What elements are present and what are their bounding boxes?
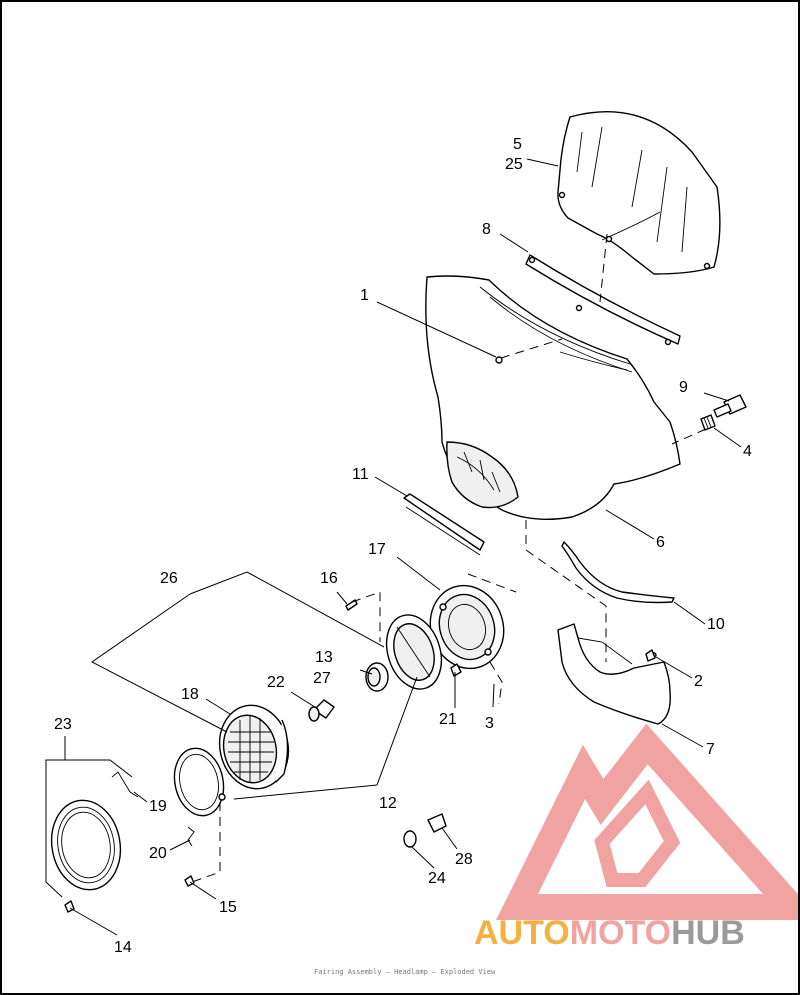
callout-5: 5: [513, 136, 522, 153]
callout-22: 22: [267, 674, 285, 691]
callout-10: 10: [707, 616, 725, 633]
callout-26: 26: [160, 570, 178, 587]
lower-cover-part-7: [557, 623, 671, 725]
callout-6: 6: [656, 534, 665, 551]
watermark-word-auto: AUTO: [474, 914, 570, 952]
clip-part-20: [187, 826, 195, 847]
callout-19: 19: [149, 798, 167, 815]
callout-16: 16: [320, 570, 338, 587]
clip-part-19: [111, 771, 139, 798]
screw-part-2: [645, 649, 656, 662]
assembly-dash-lines: [191, 233, 707, 883]
screw-part-21: [450, 663, 462, 677]
watermark-word-moto: MOTO: [570, 914, 671, 952]
screw-part-15: [184, 875, 195, 887]
screw-part-16: [345, 599, 358, 611]
headlamp-part-18: [218, 704, 290, 790]
callout-8: 8: [482, 221, 491, 238]
callout-15: 15: [219, 899, 237, 916]
footer-caption: Fairing Assembly — Headlamp — Exploded V…: [314, 968, 496, 976]
callout-12: 12: [379, 795, 397, 812]
mounting-ring-part-12: [385, 614, 443, 690]
bracket-part-10: [561, 541, 675, 604]
strip-part-11: [403, 493, 485, 556]
callout-4: 4: [743, 443, 752, 460]
callout-27: 27: [313, 670, 331, 687]
callout-25: 25: [505, 156, 523, 173]
callout-21: 21: [439, 711, 457, 728]
bolt-part-9: [713, 394, 747, 418]
callout-9: 9: [679, 379, 688, 396]
connector-part-13-27: [365, 662, 389, 692]
callout-11: 11: [352, 466, 369, 483]
trim-ring-part-23: [50, 799, 122, 891]
callout-23: 23: [54, 716, 72, 733]
bulb-part-24: [403, 830, 417, 848]
callout-13: 13: [315, 649, 333, 666]
callout-24: 24: [428, 870, 446, 887]
callout-17: 17: [368, 541, 386, 558]
watermark-word-hub: HUB: [671, 914, 745, 952]
callout-20: 20: [149, 845, 167, 862]
socket-part-28: [427, 813, 447, 833]
trim-strip-part: [525, 254, 681, 346]
callout-18: 18: [181, 686, 199, 703]
callout-7: 7: [706, 741, 715, 758]
retaining-ring-part: [173, 747, 226, 817]
windshield-part: [557, 110, 721, 275]
callout-14: 14: [114, 939, 132, 956]
headlamp-housing-part-17: [429, 584, 505, 670]
screw-part-14: [64, 900, 75, 913]
callout-28: 28: [455, 851, 473, 868]
callout-numbers: 5 25 8 1 9 4 11 6 17 26 16 10 13 27 22 2…: [54, 136, 752, 956]
callout-2: 2: [694, 673, 703, 690]
callout-3: 3: [485, 715, 494, 732]
bulb-part-22: [308, 699, 335, 722]
watermark-text: AUTOMOTOHUB: [474, 914, 745, 952]
leader-lines: [45, 158, 742, 936]
callout-1: 1: [360, 287, 369, 304]
watermark-logo: [496, 723, 798, 920]
fairing-part: [425, 275, 681, 521]
nut-part-4: [700, 414, 716, 431]
